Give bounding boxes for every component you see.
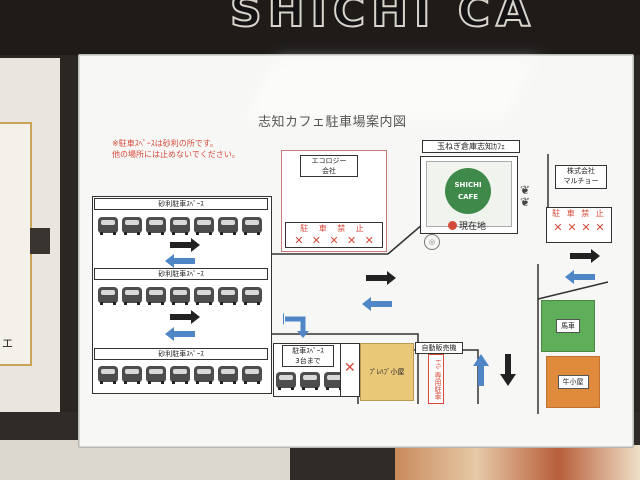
no-parking-right-label: 駐 車 禁 止 [552, 209, 606, 218]
x-mark: ✕ [364, 234, 374, 247]
car-icon [98, 287, 118, 305]
car-icon [218, 217, 238, 235]
no-parking-zone-right: 駐 車 禁 止 ✕ ✕ ✕ ✕ [546, 207, 612, 243]
x-mark: ✕ [311, 234, 321, 247]
car-icon [122, 287, 142, 305]
car-icon [146, 217, 166, 235]
arrow-right-icon [170, 310, 200, 324]
arrow-up-icon [473, 354, 489, 386]
arrow-right-icon [170, 238, 200, 252]
cafe-logo-top: SHICHI [454, 181, 482, 189]
car-icon [194, 366, 214, 384]
cafe-name-label: 玉ねぎ倉庫志知ｶﾌｪ [422, 140, 520, 153]
arrow-left-icon [165, 327, 195, 341]
map-title: 志知カフェ駐車場案内図 [258, 115, 407, 130]
cow-shed-label: 牛小屋 [557, 375, 589, 389]
car-icon [300, 372, 320, 390]
car-icon [218, 287, 238, 305]
parking-3-label: 駐車ｽﾍﾟｰｽ 3台まで [282, 345, 334, 367]
gravel-lot-1-label: 砂利駐車ｽﾍﾟｰｽ [94, 198, 268, 210]
horse-barn-label: 馬車 [556, 319, 580, 333]
arrow-left-icon [362, 297, 392, 311]
storefront-sign: SHICHI CA [229, 0, 537, 38]
left-poster-mark [30, 228, 50, 254]
arrow-down-icon [500, 354, 516, 386]
arrow-left-icon [165, 254, 195, 268]
logo-mark-icon: ◎ [424, 234, 440, 250]
prefab-shed-label: ﾌﾟﾚﾊﾌﾞ小屋 [369, 368, 405, 376]
eco-company-label: エコロジー 会社 [300, 155, 358, 177]
vending-machine-label: 自動販売機 [415, 342, 463, 354]
car-icon [122, 217, 142, 235]
current-location-label: 現在地 [459, 222, 487, 232]
toilet-parking-label: ﾄｲﾚ 専用駐車 [428, 354, 444, 404]
car-icon [170, 287, 190, 305]
x-mark: ✕ [595, 221, 605, 234]
car-icon [146, 287, 166, 305]
horse-barn-building: 馬車 [541, 300, 595, 352]
cafe-logo: SHICHI CAFE [445, 168, 491, 214]
tree-icons: ❦❦ [520, 183, 531, 209]
car-icon [98, 366, 118, 384]
car-icon [242, 366, 262, 384]
no-parking-right-marks: ✕ ✕ ✕ ✕ [547, 219, 611, 236]
cafe-logo-bottom: CAFE [457, 193, 479, 201]
x-mark: ✕ [581, 221, 591, 234]
x-mark: ✕ [346, 234, 357, 247]
gravel-lot-2-cars [98, 287, 262, 305]
current-location-dot [448, 221, 457, 230]
x-mark: ✕ [344, 360, 356, 376]
maruchyo-label: 株式会社 マルチョー [555, 165, 607, 189]
x-mark: ✕ [329, 234, 339, 247]
turn-arrow-icon [283, 313, 309, 338]
car-icon [146, 366, 166, 384]
car-icon [98, 217, 118, 235]
prefab-shed: ﾌﾟﾚﾊﾌﾞ小屋 [360, 343, 414, 401]
car-icon [242, 287, 262, 305]
car-icon [218, 366, 238, 384]
storefront-background [0, 0, 640, 55]
car-icon [242, 217, 262, 235]
car-icon [276, 372, 296, 390]
gravel-lot-1-cars [98, 217, 262, 235]
car-icon [122, 366, 142, 384]
parking-3-cars [276, 372, 344, 390]
car-icon [170, 217, 190, 235]
parking-note-line2: 他の場所には止めないでください。 [112, 150, 240, 159]
x-mark: ✕ [294, 234, 304, 247]
no-parking-zone-left: 駐 車 禁 止 ✕ ✕ ✕ ✕ ✕ [285, 222, 383, 248]
x-mark: ✕ [567, 221, 577, 234]
car-icon [194, 217, 214, 235]
no-parking-strip [340, 343, 360, 397]
cow-shed-building: 牛小屋 [546, 356, 600, 408]
gravel-lot-2-label: 砂利駐車ｽﾍﾟｰｽ [94, 268, 268, 280]
car-icon [194, 287, 214, 305]
food-display [395, 445, 640, 480]
arrow-left-icon [565, 270, 595, 284]
parking-note-line1: ※駐車ｽﾍﾟｰｽは砂利の所です。 [112, 139, 218, 148]
x-mark: ✕ [553, 221, 563, 234]
gravel-lot-3-label: 砂利駐車ｽﾍﾟｰｽ [94, 348, 268, 360]
car-icon [170, 366, 190, 384]
gravel-lot-3-cars [98, 366, 262, 384]
no-parking-marks: ✕ ✕ ✕ ✕ ✕ [286, 234, 382, 247]
no-parking-label: 駐 車 禁 止 [300, 224, 368, 233]
arrow-right-icon [366, 271, 396, 285]
left-poster-text: エ [2, 337, 13, 350]
left-poster-inner [0, 122, 32, 366]
arrow-right-icon [570, 249, 600, 263]
